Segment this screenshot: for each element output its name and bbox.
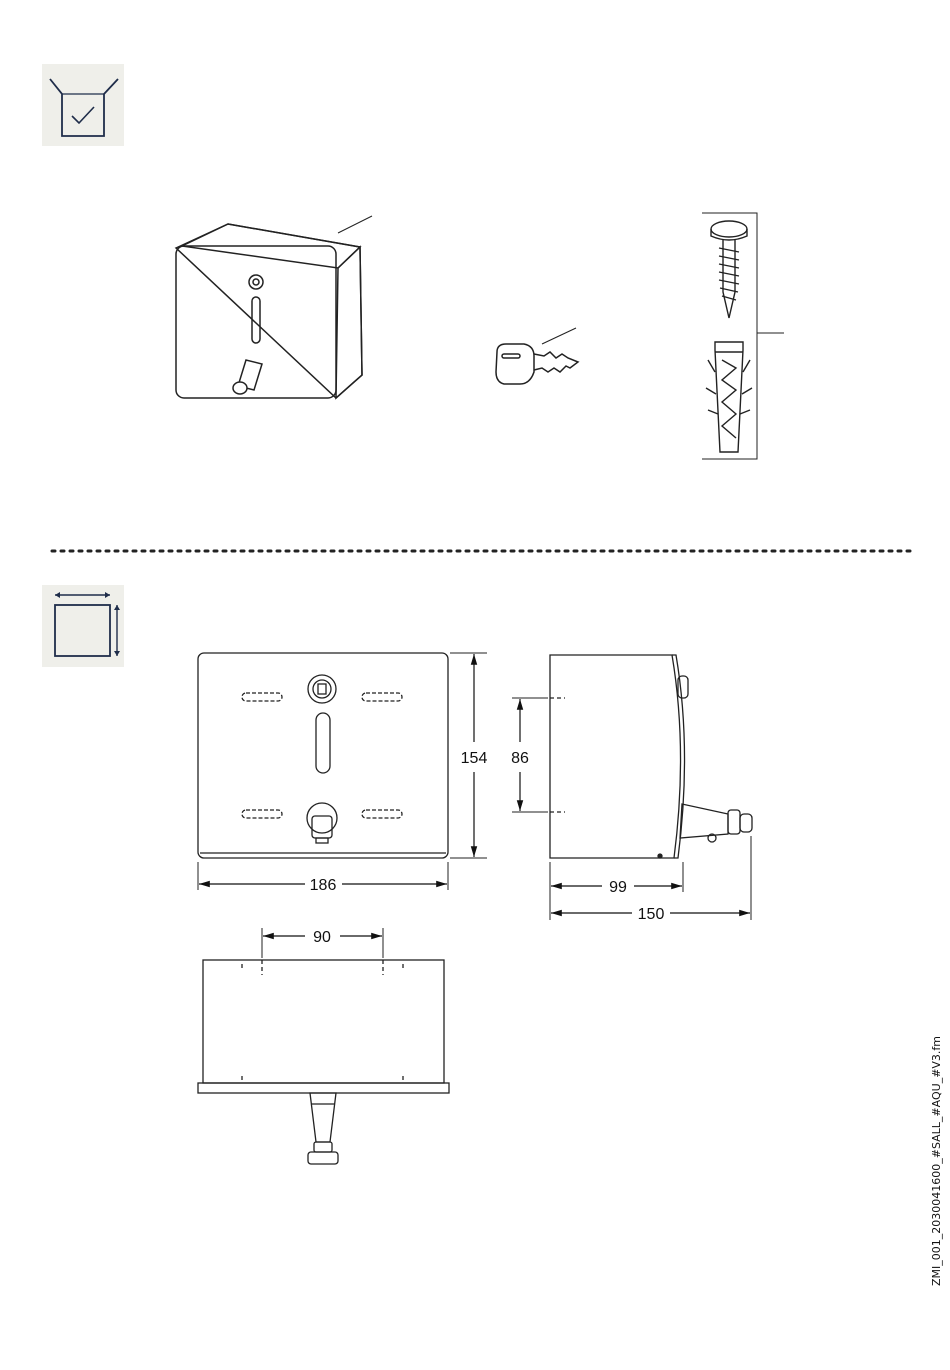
top-view <box>198 960 449 1164</box>
depth-150-label: 150 <box>638 906 665 923</box>
front-view <box>198 653 448 858</box>
fixing-height-86-label: 86 <box>511 750 529 767</box>
document-file-id: ZMI_001_2030041600_#SALL_#AQU_#V3.fm <box>930 1036 943 1286</box>
side-view <box>550 655 752 858</box>
fixing-width-90-label: 90 <box>313 929 331 946</box>
depth-99-label: 99 <box>609 879 627 896</box>
width-186-label: 186 <box>310 877 337 894</box>
height-154-label: 154 <box>461 750 488 767</box>
